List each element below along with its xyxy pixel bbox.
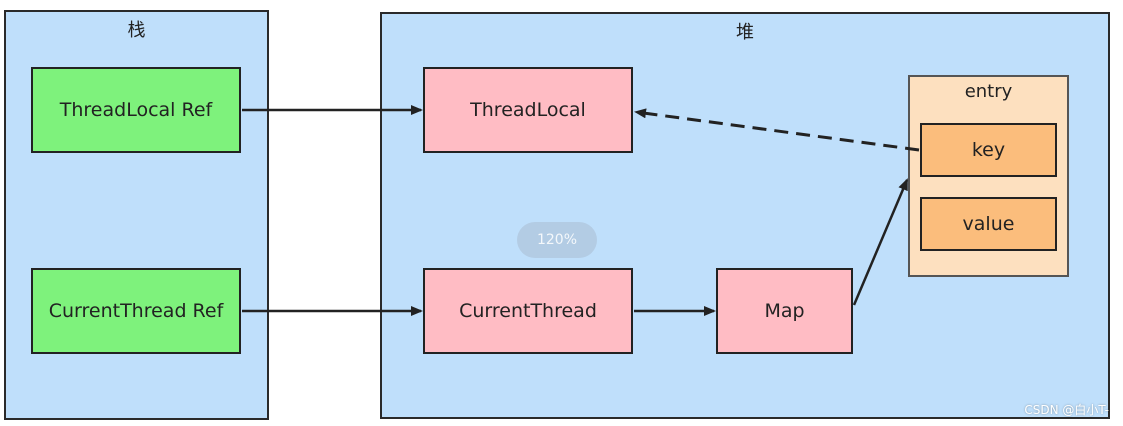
threadlocal-ref-box: ThreadLocal Ref <box>31 67 241 153</box>
watermark-text: CSDN @白小T- <box>1024 403 1109 417</box>
dashed-arrow-key-to-threadlocal <box>634 108 920 152</box>
heap-title: 堆 <box>736 22 754 43</box>
entry-title: entry <box>964 81 1013 102</box>
value-box: value <box>920 197 1057 251</box>
map-box: Map <box>716 268 853 354</box>
key-box: key <box>920 123 1057 177</box>
threadlocal-box: ThreadLocal <box>423 67 633 153</box>
arrow-map-to-entry <box>852 178 909 306</box>
stack-title: 栈 <box>127 20 146 41</box>
zoom-badge: 120% <box>517 222 597 258</box>
currentthread-box: CurrentThread <box>423 268 633 354</box>
currentthread-ref-box: CurrentThread Ref <box>31 268 241 354</box>
